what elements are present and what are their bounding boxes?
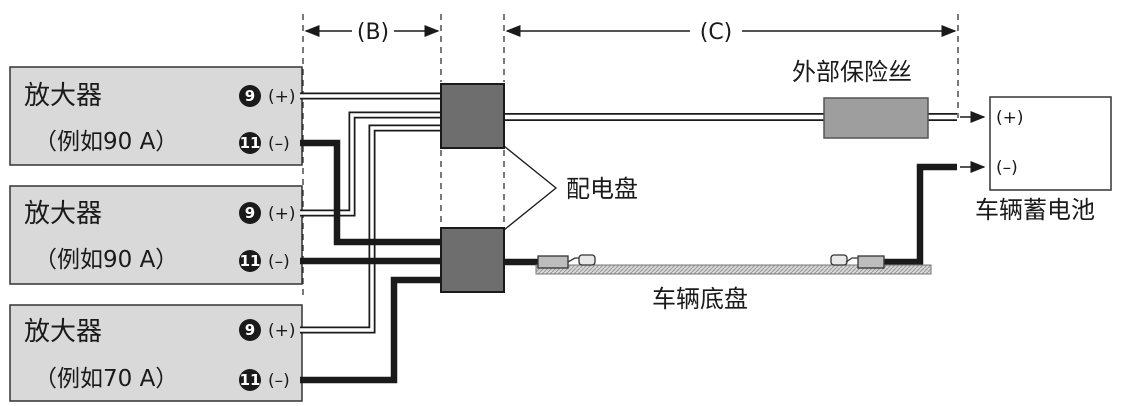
fuse-rectangle-icon bbox=[823, 97, 929, 139]
terminal-pos-number: 9 bbox=[245, 321, 255, 339]
amplifier-title: 放大器 bbox=[24, 317, 102, 347]
terminal-neg-number: 11 bbox=[240, 252, 261, 270]
terminal-9-badge-icon bbox=[239, 202, 261, 224]
terminal-pos-number: 9 bbox=[245, 204, 255, 222]
amplifier-1: 放大器 （例如90 A） 9 (+) 11 (–) bbox=[9, 66, 303, 166]
terminal-pos-sign: (+) bbox=[268, 87, 296, 107]
terminal-pos-sign: (+) bbox=[268, 204, 296, 224]
dimension-b-label: (B) bbox=[357, 20, 389, 45]
amplifier-rating: （例如90 A） bbox=[34, 247, 178, 273]
terminal-11-badge-icon bbox=[239, 132, 261, 154]
distribution-label: 配电盘 bbox=[566, 175, 638, 203]
vehicle-chassis bbox=[535, 264, 932, 275]
dimension-c: (C) bbox=[505, 20, 957, 45]
dimension-guides bbox=[302, 14, 959, 300]
fuse-label: 外部保险丝 bbox=[792, 58, 912, 86]
chassis-label: 车辆底盘 bbox=[652, 285, 748, 313]
terminal-pos-number: 9 bbox=[245, 87, 255, 105]
terminal-11-badge-icon bbox=[239, 369, 261, 391]
amplifier-rating: （例如90 A） bbox=[34, 129, 178, 155]
terminal-neg-number: 11 bbox=[240, 134, 261, 152]
amplifier-title: 放大器 bbox=[24, 81, 102, 111]
ring-terminal-icon bbox=[830, 254, 885, 269]
terminal-neg-sign: (–) bbox=[268, 134, 290, 154]
distribution-block-negative bbox=[440, 227, 505, 293]
amplifier-3: 放大器 （例如70 A） 9 (+) 11 (–) bbox=[9, 304, 303, 402]
distribution-pointer bbox=[503, 145, 558, 231]
amplifier-rating: （例如70 A） bbox=[34, 366, 178, 392]
dimension-c-label: (C) bbox=[700, 20, 733, 45]
terminal-11-badge-icon bbox=[239, 250, 261, 272]
amplifier-2: 放大器 （例如90 A） 9 (+) 11 (–) bbox=[9, 185, 303, 285]
dimension-b: (B) bbox=[304, 20, 440, 45]
terminal-neg-number: 11 bbox=[240, 371, 261, 389]
terminal-pos-sign: (+) bbox=[268, 321, 296, 341]
battery-label: 车辆蓄电池 bbox=[975, 196, 1095, 224]
terminal-9-badge-icon bbox=[239, 319, 261, 341]
distribution-block-positive bbox=[440, 83, 505, 149]
battery-pos-sign: (+) bbox=[996, 108, 1024, 128]
terminal-neg-sign: (–) bbox=[268, 371, 290, 391]
ring-terminal-icon bbox=[537, 254, 596, 269]
positive-wires bbox=[300, 92, 957, 334]
battery-neg-sign: (–) bbox=[996, 158, 1018, 178]
battery-box bbox=[989, 96, 1112, 191]
amplifier-title: 放大器 bbox=[24, 199, 102, 229]
terminal-neg-sign: (–) bbox=[268, 252, 290, 272]
negative-wires bbox=[300, 139, 957, 384]
terminal-9-badge-icon bbox=[239, 85, 261, 107]
